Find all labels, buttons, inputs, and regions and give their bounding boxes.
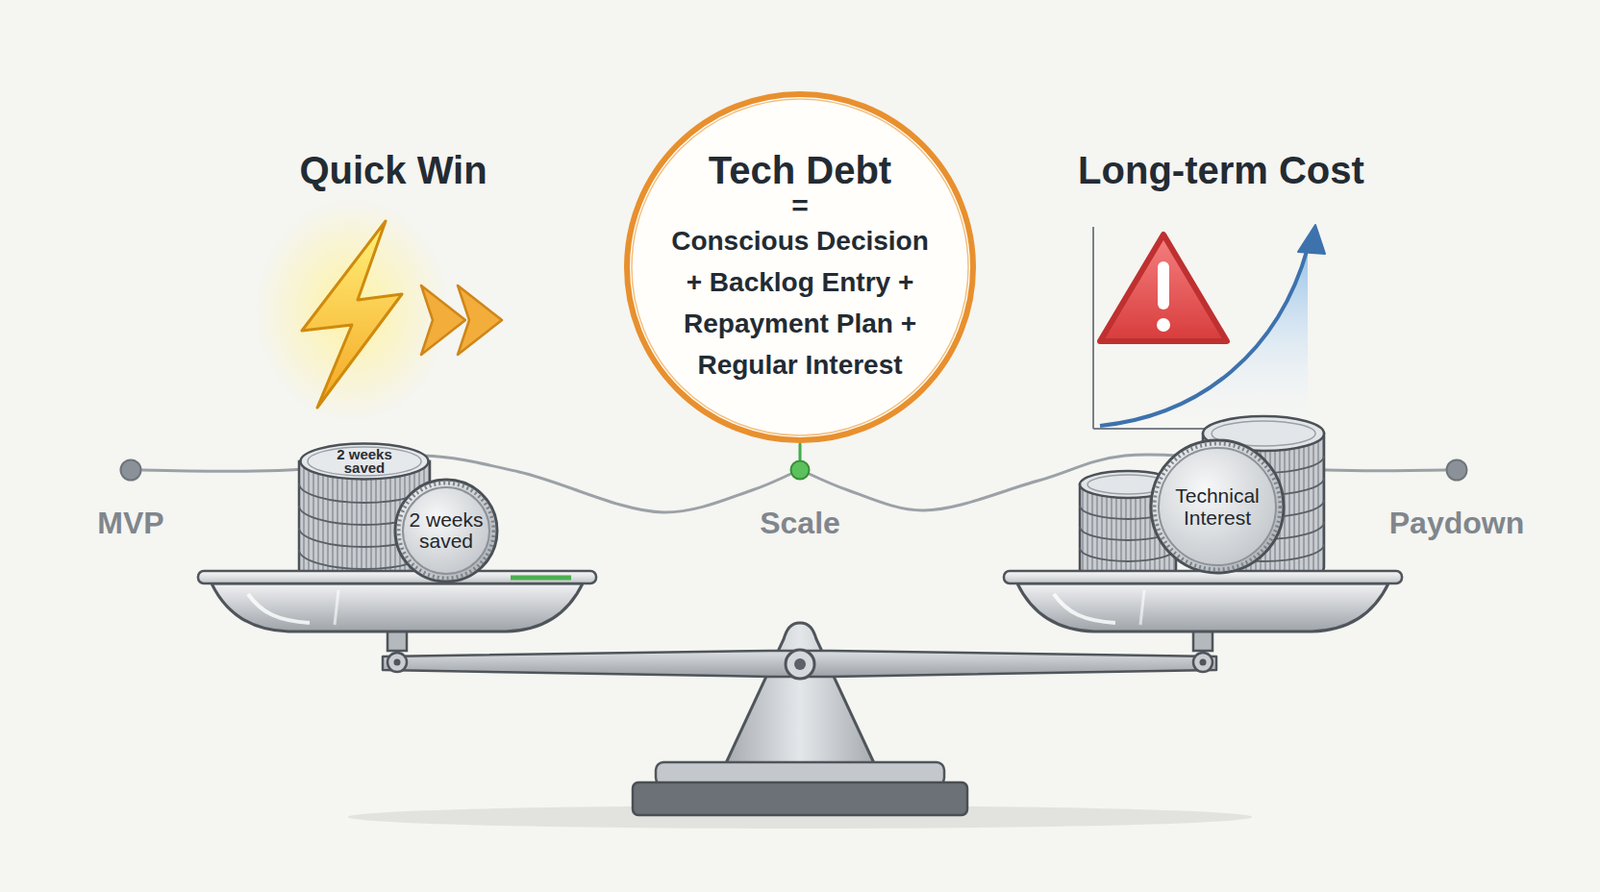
coin-body (395, 479, 498, 582)
cost-arrow-head (1298, 225, 1325, 254)
hanger-joint (387, 652, 407, 673)
pan-highlight (1053, 594, 1116, 624)
warning-triangle (1100, 234, 1227, 342)
hanger-pin (1200, 659, 1207, 667)
definition-circle: Tech Debt=Conscious Decision + Backlog E… (623, 90, 977, 445)
definition-text: Conscious Decision + Backlog Entry + Rep… (665, 220, 935, 386)
pan-highlight (248, 594, 310, 624)
lightning-bolt (301, 221, 402, 408)
coin-edge (1079, 548, 1176, 562)
coin-text: 2 weeks saved (330, 448, 399, 475)
timeline-label: Paydown (1389, 506, 1525, 540)
left-pan (198, 571, 597, 632)
stem-line (799, 444, 802, 460)
coin-face (1158, 448, 1276, 566)
dot-marker (121, 460, 142, 481)
node-text-group: Tech Debt=Conscious Decision + Backlog E… (623, 90, 977, 386)
timeline-label: Scale (759, 506, 841, 540)
column-heading: Long-term Cost (1077, 149, 1365, 193)
node-text-group: Scale (759, 506, 841, 540)
circle-inner-ring (631, 99, 969, 436)
timeline-dot: Paydown (1445, 458, 1469, 482)
scale-pivot (785, 650, 815, 679)
bolt-glow (255, 199, 449, 421)
chart-axis (1092, 226, 1095, 429)
pan-highlight (1140, 590, 1145, 625)
warning-mark (1157, 261, 1170, 310)
timeline-label: MVP (97, 506, 164, 540)
coin: 2 weeks saved (393, 477, 500, 584)
equals-sign: = (791, 191, 809, 221)
balance-indicator (510, 575, 572, 581)
coin-text: 2 weeks saved (402, 509, 490, 552)
fast-forward-chevron (457, 285, 502, 355)
hanger-pin (394, 659, 401, 667)
shape-outline (789, 459, 811, 481)
column-heading: Quick Win (299, 149, 487, 193)
coin-ridges (1154, 444, 1281, 571)
node-text-group: 2 weeks saved (393, 477, 500, 584)
coin-text: Technical Interest (1162, 484, 1274, 529)
coin-face (300, 444, 429, 480)
circle-heading: Tech Debt (708, 149, 892, 192)
shape-outline (119, 458, 143, 482)
node-text-group: MVP (97, 506, 164, 540)
timeline-dot: Scale (789, 459, 811, 481)
pan-rim (1003, 571, 1402, 584)
coin-top: 2 weeks saved (299, 442, 430, 481)
warning-dot (1156, 318, 1171, 332)
circle-outline (626, 94, 974, 441)
timeline-dot: MVP (119, 458, 143, 482)
coin-rim (307, 447, 422, 476)
shape-outline (1445, 458, 1469, 482)
scale-pivot-pin (794, 658, 806, 671)
fast-forward-chevron (421, 285, 466, 355)
pan-rim (198, 571, 597, 584)
node-text-group: 2 weeks saved (299, 442, 430, 481)
pan-bowl (1017, 583, 1389, 632)
coin-face (402, 487, 490, 575)
coin-ridges (399, 483, 495, 579)
dot-marker (1447, 460, 1468, 481)
node-text-group: Technical Interest (1149, 438, 1286, 575)
right-pan (1003, 571, 1402, 632)
pan-highlight (334, 590, 339, 625)
coin-body (1150, 440, 1284, 574)
pan-bowl (211, 583, 583, 632)
hanger-joint (1193, 652, 1213, 673)
coin: Technical Interest (1149, 438, 1286, 575)
scale-pedestal (725, 623, 875, 766)
node-text-group: Paydown (1389, 506, 1525, 540)
scale-base (632, 782, 968, 816)
dot-marker (791, 461, 810, 480)
